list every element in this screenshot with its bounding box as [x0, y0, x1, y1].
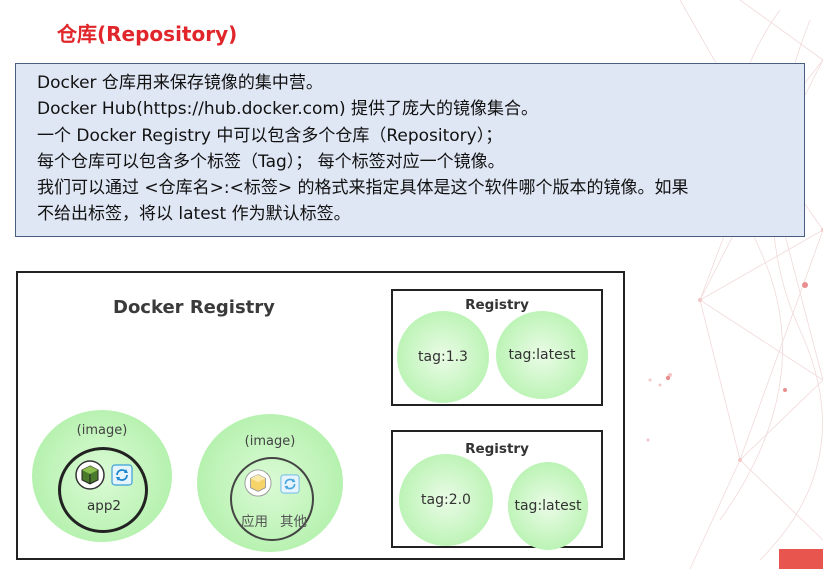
info-line: 一个 Docker Registry 中可以包含多个仓库（Repository）…: [37, 125, 503, 146]
sync-icon: [280, 474, 300, 494]
tag-bubble: tag:2.0: [399, 454, 493, 546]
registry-box-bottom: Registry tag:2.0 tag:latest: [391, 430, 603, 550]
image-label: (image): [244, 434, 296, 449]
app-container-ring: app2: [58, 447, 148, 533]
corner-accent-block: [779, 549, 823, 569]
docker-registry-title: Docker Registry: [113, 297, 275, 318]
sync-icon: [111, 464, 133, 486]
page-title: 仓库(Repository): [57, 22, 238, 46]
app-name-label: 其他: [280, 514, 307, 530]
docker-registry-diagram: Docker Registry Registry tag:1.3 tag:lat…: [16, 271, 625, 560]
tag-bubble: tag:1.3: [397, 311, 489, 403]
info-box: Docker 仓库用来保存镜像的集中营。 Docker Hub(https://…: [15, 63, 805, 237]
info-line: Docker 仓库用来保存镜像的集中营。: [37, 73, 323, 93]
info-line: Docker Hub(https://hub.docker.com) 提供了庞大…: [37, 99, 539, 120]
registry-title: Registry: [465, 441, 529, 457]
image-bubble-left: (image) app2: [32, 410, 172, 542]
app-container-ring: 应用 其他: [230, 457, 314, 541]
info-line: 我们可以通过 <仓库名>:<标签> 的格式来指定具体是这个软件哪个版本的镜像。如…: [37, 178, 689, 199]
app-name-label: 应用: [241, 514, 268, 530]
app-name-label: app2: [87, 498, 122, 514]
tag-bubble: tag:latest: [496, 311, 588, 399]
registry-box-top: Registry tag:1.3 tag:latest: [391, 289, 603, 406]
package-icon: [244, 469, 272, 497]
info-line: 不给出标签，将以 latest 作为默认标签。: [37, 204, 351, 225]
package-icon: [75, 460, 105, 490]
tag-bubble: tag:latest: [508, 462, 588, 550]
image-bubble-right: (image) 应用 其他: [197, 414, 343, 552]
image-label: (image): [76, 423, 128, 438]
registry-title: Registry: [465, 297, 529, 313]
info-line: 每个仓库可以包含多个标签（Tag）； 每个标签对应一个镜像。: [37, 151, 505, 172]
